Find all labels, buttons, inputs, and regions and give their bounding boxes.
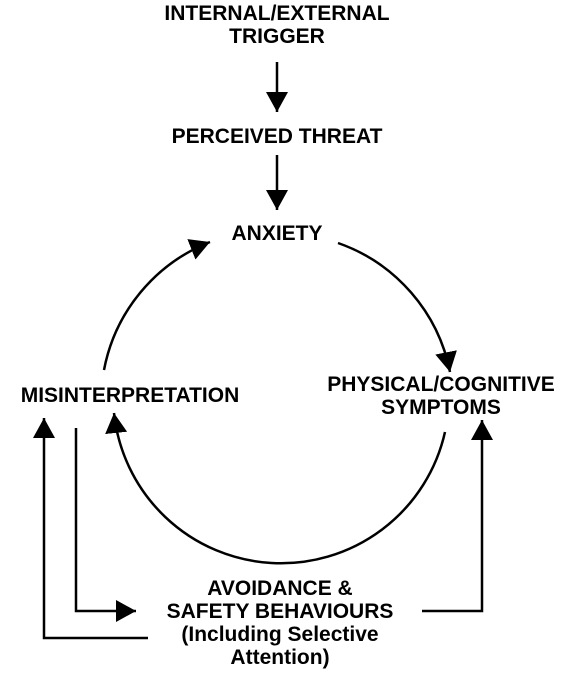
arrow-avoidance-to-misinterpretation (33, 418, 148, 640)
node-avoidance-line4: Attention) (230, 646, 330, 669)
node-trigger-line2: TRIGGER (229, 25, 325, 48)
arrow-misinterpretation-to-anxiety (102, 239, 211, 371)
node-trigger: INTERNAL/EXTERNAL TRIGGER (140, 2, 414, 48)
node-avoidance-line2: SAFETY BEHAVIOURS (166, 600, 394, 623)
node-perceived-threat: PERCEIVED THREAT (171, 125, 383, 148)
node-trigger-line1: INTERNAL/EXTERNAL (164, 2, 390, 25)
arrow-avoidance-to-symptoms (422, 420, 493, 613)
node-avoidance-line1: AVOIDANCE & (207, 577, 353, 600)
node-avoidance-line3: (Including Selective (181, 623, 379, 646)
arrow-misinterpretation-to-avoidance (74, 428, 136, 622)
arrow-anxiety-to-symptoms (337, 241, 457, 373)
node-symptoms-line2: SYMPTOMS (381, 396, 501, 419)
node-physical-cognitive-symptoms: PHYSICAL/COGNITIVE SYMPTOMS (304, 373, 578, 419)
node-symptoms-line1: PHYSICAL/COGNITIVE (327, 373, 555, 396)
arrow-symptoms-to-misinterpretation (105, 412, 447, 565)
node-avoidance-safety-behaviours: AVOIDANCE & SAFETY BEHAVIOURS (Including… (140, 577, 420, 669)
node-anxiety: ANXIETY (231, 222, 323, 245)
node-misinterpretation: MISINTERPRETATION (20, 384, 240, 407)
